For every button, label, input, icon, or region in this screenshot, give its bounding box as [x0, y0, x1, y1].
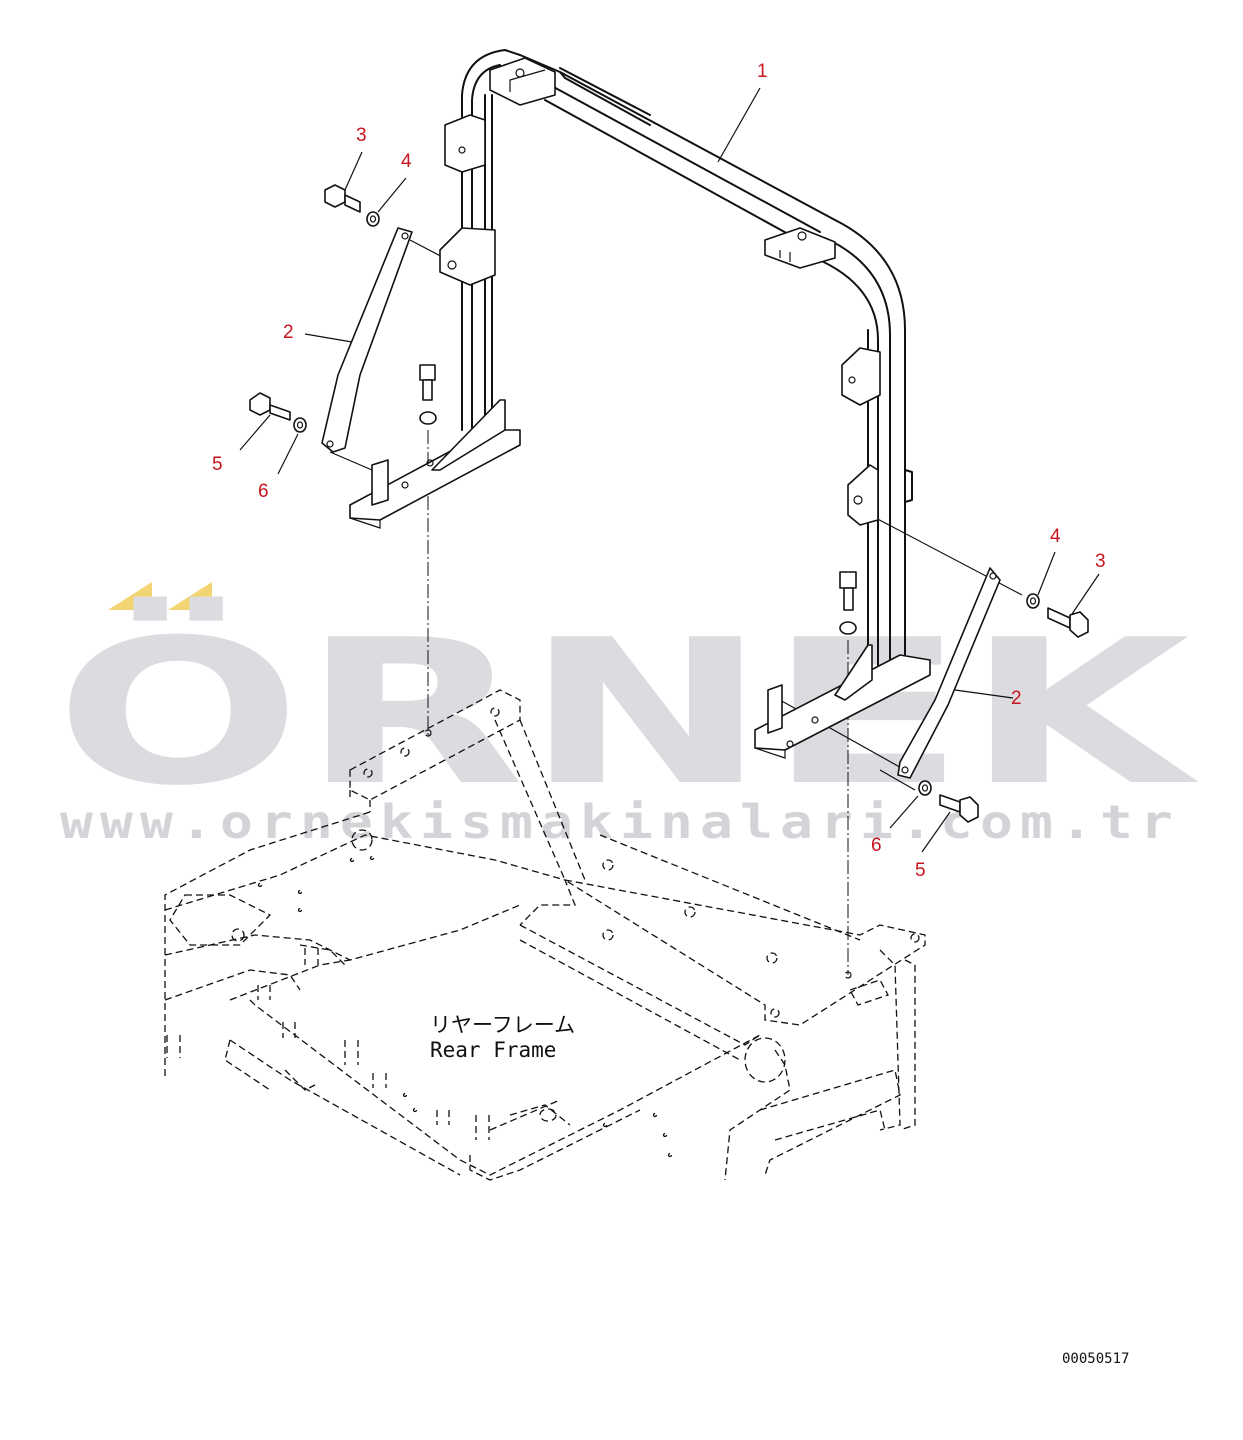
bolt-5-right: [939, 794, 979, 823]
watermark-accent-right: [168, 582, 212, 610]
washer-4-right: [1026, 593, 1040, 609]
callout-6-left: 6: [258, 481, 269, 502]
callout-3-right: 3: [1095, 551, 1106, 572]
callout-5-right: 5: [915, 860, 926, 881]
pin-bolt-left: [419, 364, 437, 425]
rear-frame-label-jp: リヤーフレーム: [430, 1013, 575, 1037]
watermark-url: www.ornekismakinalari.com.tr: [60, 795, 1180, 849]
washer-6-left: [293, 417, 307, 433]
callout-2-right: 2: [1011, 688, 1022, 709]
callout-5-left: 5: [212, 454, 223, 475]
callout-4-right: 4: [1050, 526, 1061, 547]
watermark-brand: ÖRNEK: [55, 596, 1200, 830]
watermark: ÖRNEK www.ornekismakinalari.com.tr: [55, 582, 1200, 849]
callout-4-left: 4: [401, 151, 412, 172]
callout-1: 1: [757, 61, 768, 82]
bolt-3-left: [324, 184, 361, 213]
leaders: [239, 87, 1100, 853]
washer-4-left: [366, 211, 380, 227]
rear-frame: リヤーフレーム Rear Frame: [164, 689, 926, 1181]
watermark-accent-left: [108, 582, 152, 610]
brace-left: [321, 227, 413, 453]
rear-frame-label-en: Rear Frame: [430, 1038, 556, 1062]
bolt-3-right: [1047, 607, 1089, 638]
rops-frame: [349, 49, 931, 759]
pin-bolt-right: [839, 571, 857, 635]
callout-3-left: 3: [356, 125, 367, 146]
brace-right: [897, 567, 1001, 779]
drawing-number: 00050517: [1062, 1351, 1129, 1367]
callouts: 1 3 4 2 5 6 4 3 2 6 5: [212, 61, 1106, 881]
bolt-5-left: [249, 392, 291, 421]
washer-6-right: [918, 780, 932, 796]
callout-6-right: 6: [871, 835, 882, 856]
callout-2-left: 2: [283, 322, 294, 343]
